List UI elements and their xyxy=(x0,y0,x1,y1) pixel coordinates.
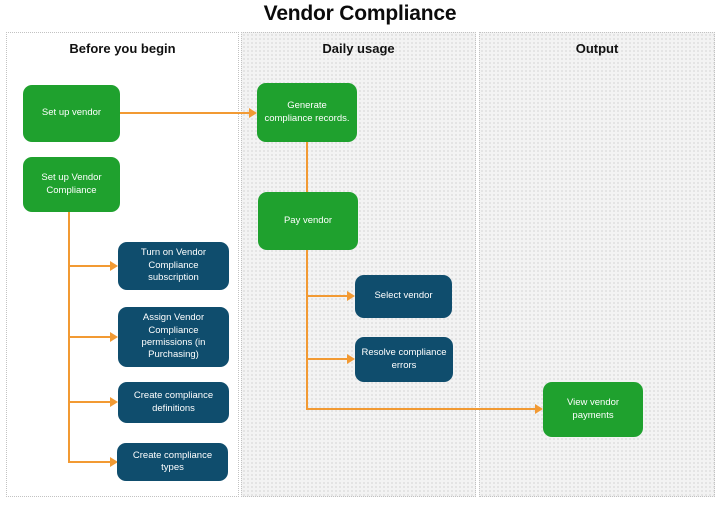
connector-line xyxy=(120,112,249,114)
node-generate-compliance-records: Generate compliance records. xyxy=(257,83,357,142)
connector-line xyxy=(306,250,308,410)
connector-line xyxy=(306,408,535,410)
arrowhead-icon xyxy=(249,108,257,118)
arrowhead-icon xyxy=(110,397,118,407)
arrowhead-icon xyxy=(110,457,118,467)
node-set-up-vendor: Set up vendor xyxy=(23,85,120,142)
connector-line xyxy=(308,358,347,360)
node-resolve-compliance-errors: Resolve compliance errors xyxy=(355,337,453,382)
arrowhead-icon xyxy=(110,332,118,342)
lane-output: Output xyxy=(479,32,715,497)
connector-line xyxy=(308,295,347,297)
connector-line xyxy=(68,401,110,403)
arrowhead-icon xyxy=(110,261,118,271)
connector-line xyxy=(68,461,110,463)
node-create-compliance-definitions: Create compliance definitions xyxy=(118,382,229,423)
node-turn-on-vendor-compliance-subscription: Turn on Vendor Compliance subscription xyxy=(118,242,229,290)
page-title: Vendor Compliance xyxy=(263,2,457,25)
node-select-vendor: Select vendor xyxy=(355,275,452,318)
lane-header: Before you begin xyxy=(69,41,176,56)
node-create-compliance-types: Create compliance types xyxy=(117,443,228,481)
arrowhead-icon xyxy=(347,354,355,364)
node-view-vendor-payments: View vendor payments xyxy=(543,382,643,437)
node-set-up-vendor-compliance: Set up Vendor Compliance xyxy=(23,157,120,212)
node-pay-vendor: Pay vendor xyxy=(258,192,358,250)
arrowhead-icon xyxy=(535,404,543,414)
lane-header: Daily usage xyxy=(322,41,395,56)
lane-header: Output xyxy=(575,41,619,56)
arrowhead-icon xyxy=(347,291,355,301)
connector-line xyxy=(68,265,110,267)
connector-line xyxy=(306,142,308,192)
node-assign-vendor-compliance-permissions: Assign Vendor Compliance permissions (in… xyxy=(118,307,229,367)
connector-line xyxy=(68,336,110,338)
